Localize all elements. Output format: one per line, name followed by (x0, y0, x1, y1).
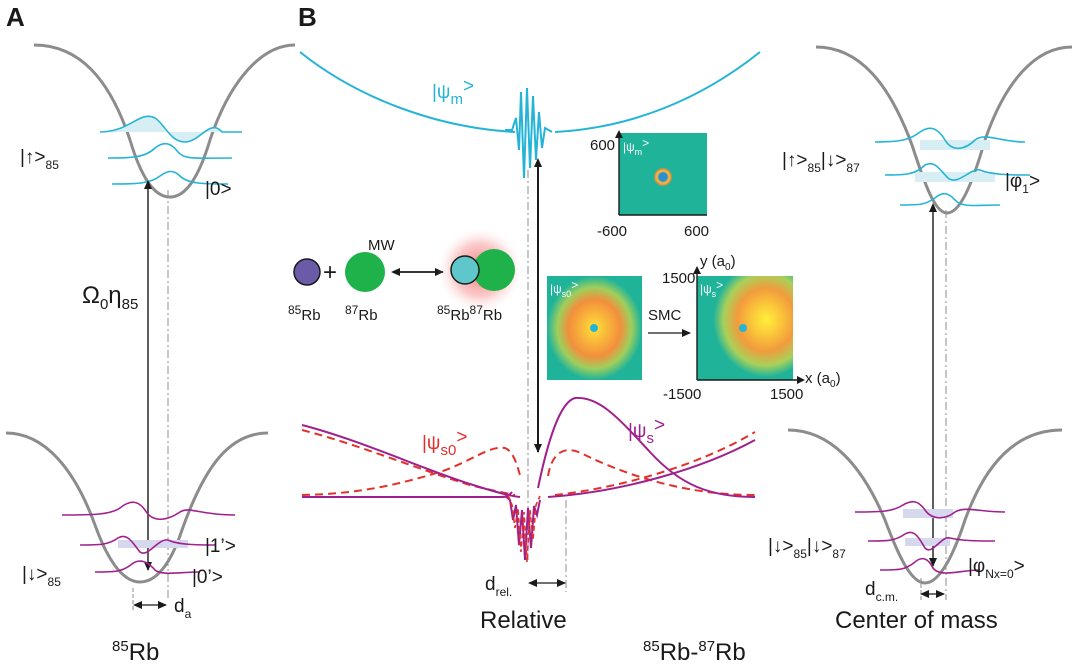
label-85rb: 85Rb (288, 303, 321, 324)
trap-potential-upper-cm (815, 45, 1073, 215)
molecule-87rb (473, 249, 515, 291)
inset-s0-label: |ψs0> (550, 278, 578, 299)
label-87rb: 87Rb (345, 303, 378, 324)
dcm-label: dc.m. (865, 579, 898, 604)
label-molecule: 85Rb87Rb (437, 303, 502, 324)
drel-label: drel. (485, 574, 512, 599)
inset-s-xtick-left: -1500 (663, 386, 701, 403)
trap-potential-lower-cm (787, 428, 1063, 585)
psi-m-label: |ψm> (432, 76, 474, 108)
da-label: da (174, 596, 192, 621)
state-phi-nx0: |φNx=0> (968, 556, 1025, 581)
inset-s-xtick-right: 1500 (770, 386, 803, 403)
inset-m-xtick-left: -600 (597, 223, 627, 240)
panel-label-b: B (298, 2, 317, 32)
state-up85-down87: |↑>85|↓>87 (782, 150, 860, 175)
inset-psi-m: |ψm> 600 -600 600 (590, 130, 709, 240)
wavefunctions-lower-cm (854, 500, 1006, 574)
inset-m-xtick-right: 600 (684, 223, 709, 240)
plus-sign: + (323, 259, 337, 286)
molecular-potential (299, 51, 761, 133)
wavefunctions-lower-a (61, 501, 236, 575)
inset-psi-s: |ψs> 1500 -1500 1500 y (a0) x (a0) (662, 253, 841, 403)
wavefunctions-upper-cm (874, 127, 1031, 207)
y-axis-label: y (a0) (700, 253, 736, 273)
state-phi1: |φ1> (1005, 171, 1040, 196)
atom-85rb (293, 258, 321, 286)
molecular-wavefunction (505, 87, 553, 179)
state-up-85: |↑>85 (20, 147, 59, 172)
species-pair: 85Rb-87Rb (643, 638, 746, 666)
inset-psi-s0: |ψs0> (547, 276, 642, 380)
trap-potential-upper-a (33, 43, 296, 199)
panel-label-a: A (6, 2, 25, 32)
molecule-85rb (450, 255, 480, 285)
state-0prime: |0’> (192, 567, 223, 588)
state-down-85: |↓>85 (22, 564, 61, 589)
x-axis-label: x (a0) (805, 370, 841, 390)
inset-m-ytick: 600 (590, 137, 615, 154)
psi-s0-label: |ψs0> (422, 427, 467, 459)
relative-label: Relative (480, 607, 567, 634)
inset-m-label: |ψm> (623, 136, 649, 157)
rabi-label: Ω0η85 (82, 282, 138, 313)
state-0: |0> (205, 179, 232, 200)
inset-s-ytick: 1500 (662, 270, 695, 287)
state-1prime: |1’> (205, 536, 236, 557)
trap-potential-lower-a (5, 431, 269, 584)
relative-wavefunctions (301, 396, 756, 563)
state-down85-down87: |↓>85|↓>87 (768, 536, 846, 561)
psi-s-label: |ψs> (628, 415, 665, 447)
atom-87rb (345, 252, 385, 292)
smc-label: SMC (648, 307, 682, 324)
inset-s-label: |ψs> (700, 278, 723, 299)
wavefunctions-upper-a (99, 115, 242, 185)
mw-label: MW (368, 237, 395, 254)
species-85rb: 85Rb (112, 638, 159, 666)
center-of-mass-label: Center of mass (835, 607, 998, 634)
